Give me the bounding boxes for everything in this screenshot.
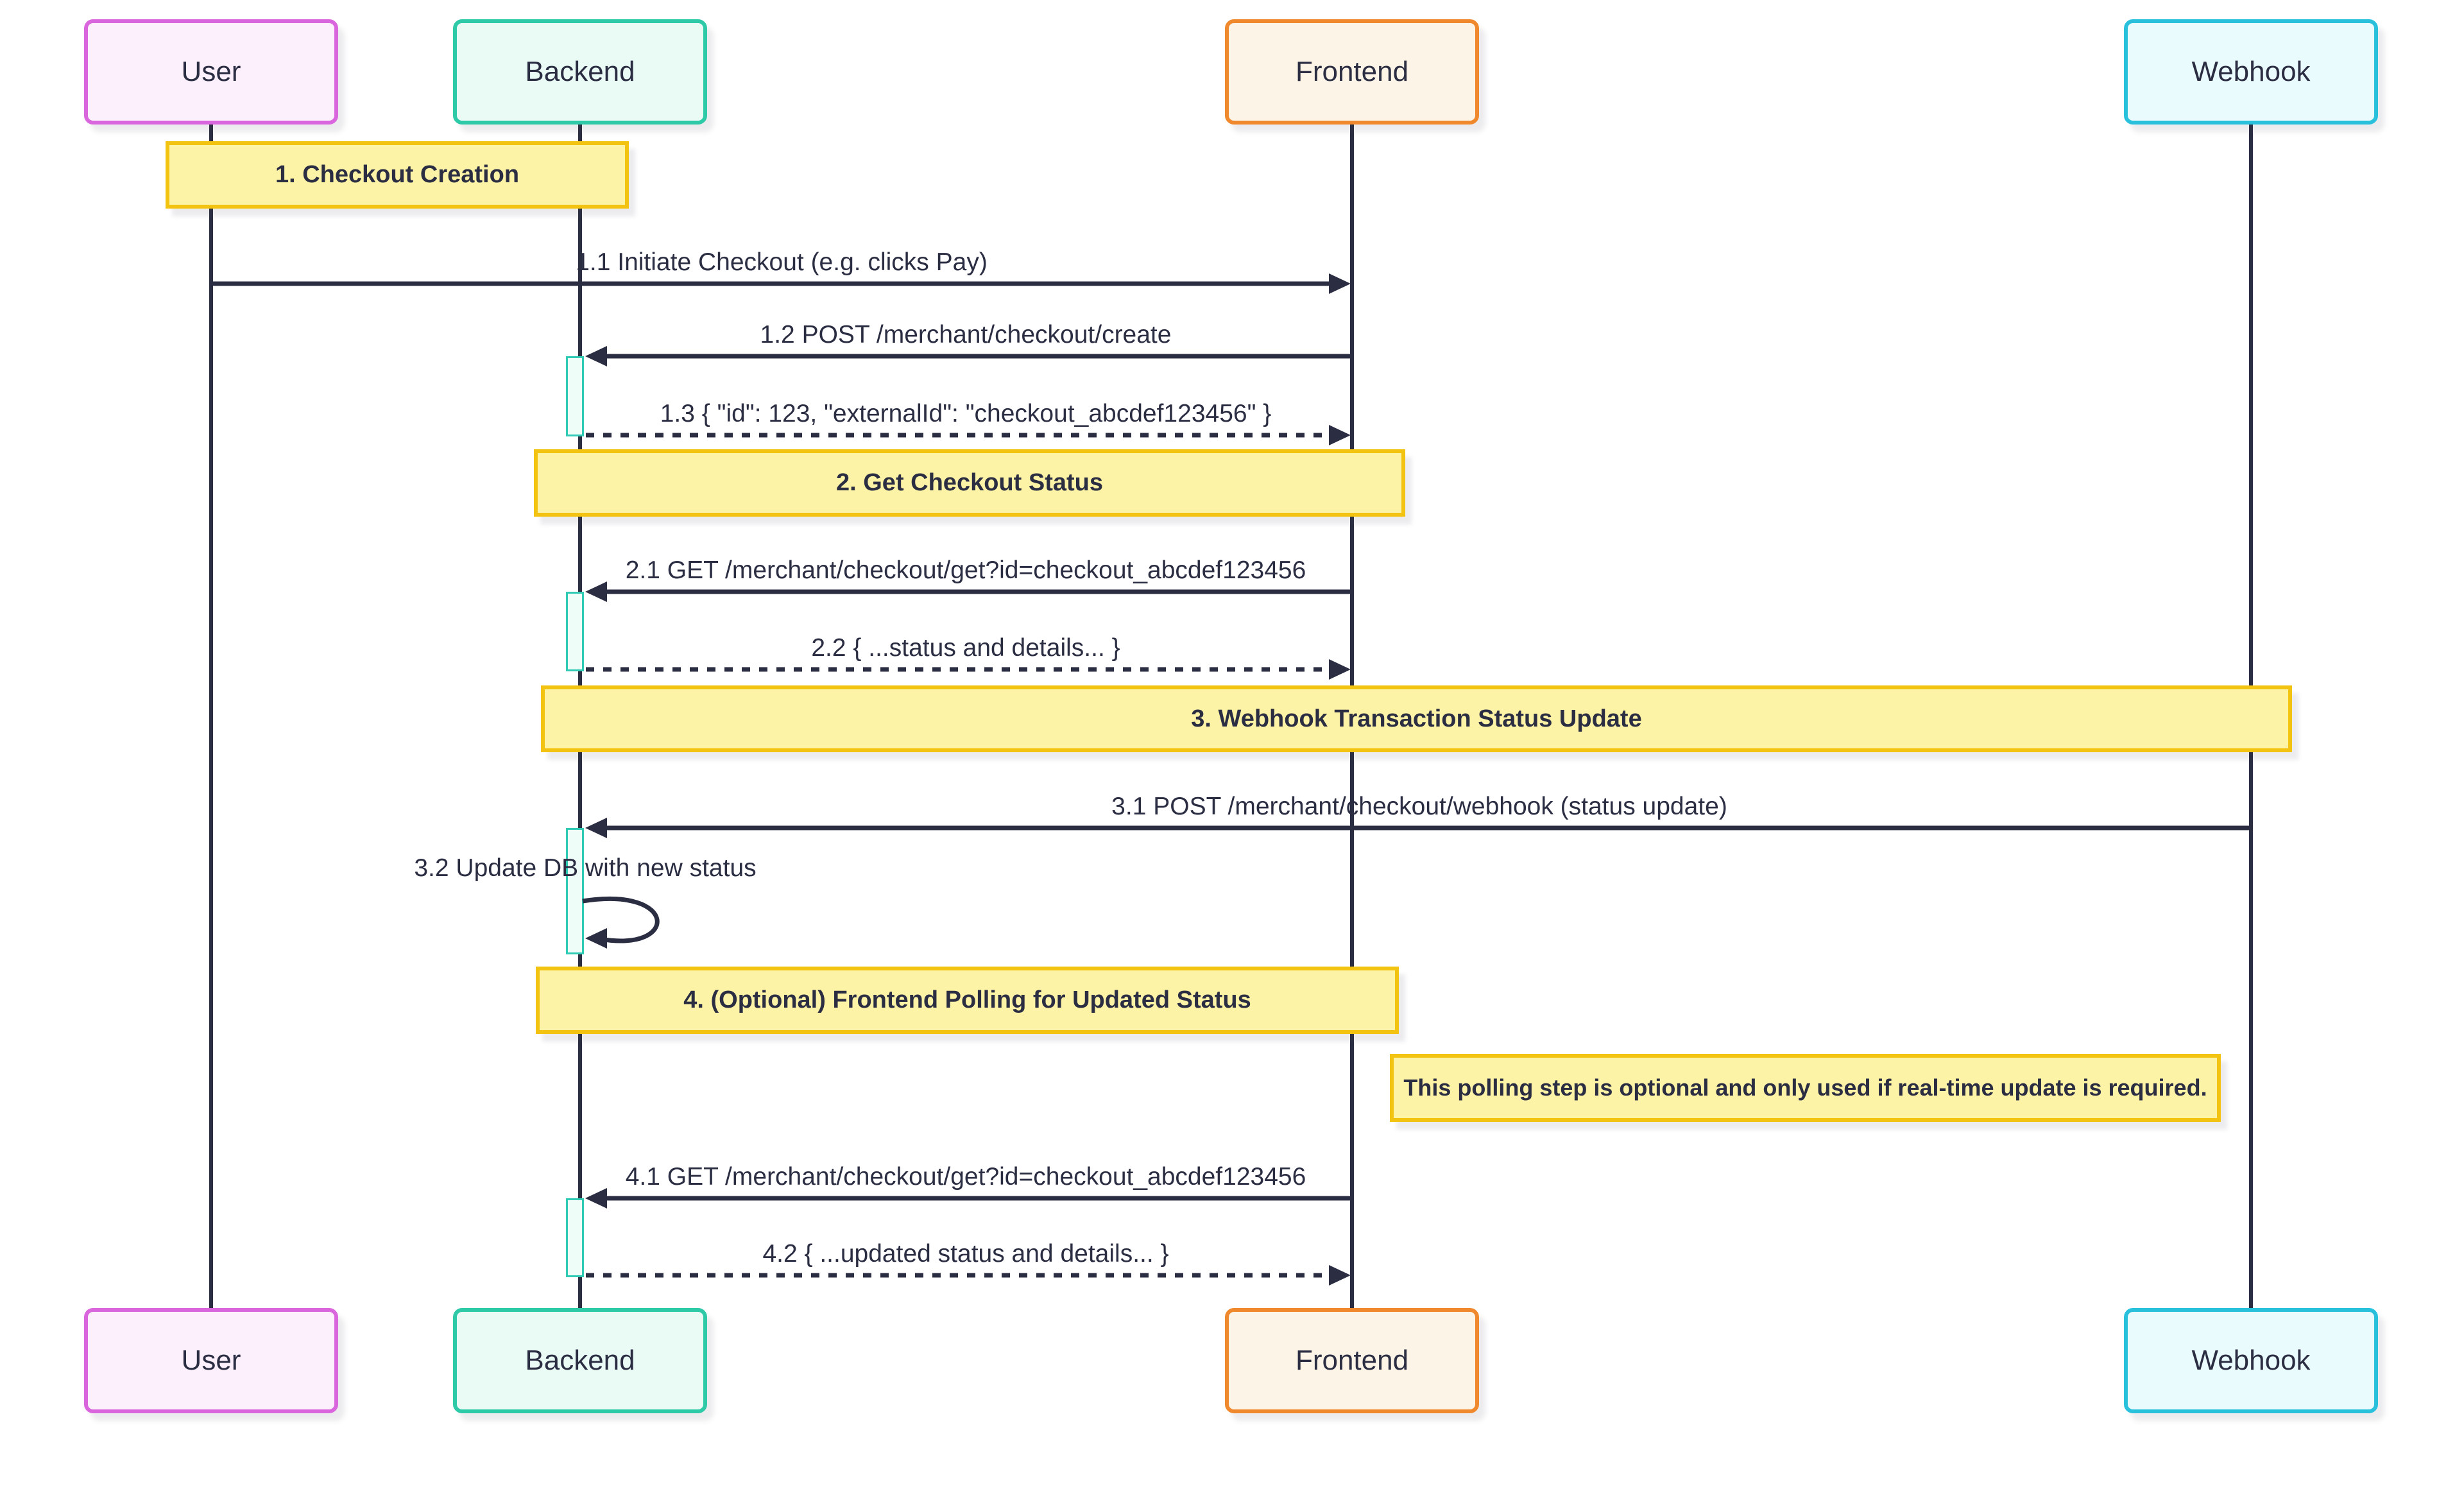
section-label-3: 3. Webhook Transaction Status Update <box>1191 705 1642 732</box>
section-label-4: 4. (Optional) Frontend Polling for Updat… <box>683 986 1251 1013</box>
participant-top-webhook: Webhook <box>2124 19 2378 125</box>
participant-label: User <box>181 1345 241 1376</box>
participant-top-backend: Backend <box>453 19 707 125</box>
note-text: This polling step is optional and only u… <box>1403 1074 2207 1101</box>
message-label-7: 4.1 GET /merchant/checkout/get?id=checko… <box>625 1163 1306 1191</box>
participant-label: Frontend <box>1295 56 1409 87</box>
section-label-1: 1. Checkout Creation <box>275 161 520 188</box>
self-loop-arrow <box>582 896 660 943</box>
section-box-2: 2. Get Checkout Status <box>534 449 1405 517</box>
message-arrowhead-6 <box>585 818 607 838</box>
message-label-4: 2.1 GET /merchant/checkout/get?id=checko… <box>625 556 1306 584</box>
participant-label: User <box>181 56 241 87</box>
section-box-4: 4. (Optional) Frontend Polling for Updat… <box>536 967 1399 1034</box>
message-label-8: 4.2 { ...updated status and details... } <box>762 1240 1169 1268</box>
participant-bottom-backend: Backend <box>453 1308 707 1413</box>
section-box-3: 3. Webhook Transaction Status Update <box>541 685 2292 752</box>
message-arrowhead-7 <box>585 1188 607 1209</box>
message-arrowhead-8 <box>1329 1265 1351 1286</box>
message-label-5: 2.2 { ...status and details... } <box>811 634 1120 662</box>
activation-bar-2 <box>566 592 584 671</box>
section-box-1: 1. Checkout Creation <box>166 141 629 209</box>
participant-label: Webhook <box>2191 56 2311 87</box>
message-arrowhead-4 <box>585 581 607 602</box>
self-loop-arrowhead <box>585 928 607 949</box>
activation-bar-1 <box>566 356 584 436</box>
message-arrowhead-2 <box>585 346 607 366</box>
message-arrowhead-3 <box>1329 425 1351 445</box>
activation-bar-3 <box>566 828 584 954</box>
message-label-6: 3.1 POST /merchant/checkout/webhook (sta… <box>1111 793 1727 820</box>
message-arrowhead-1 <box>1329 273 1351 294</box>
participant-label: Backend <box>525 1345 635 1376</box>
participant-label: Webhook <box>2191 1345 2311 1376</box>
message-label-2: 1.2 POST /merchant/checkout/create <box>760 321 1172 349</box>
participant-label: Frontend <box>1295 1345 1409 1376</box>
message-label-3: 1.3 { "id": 123, "externalId": "checkout… <box>660 400 1272 427</box>
participant-bottom-frontend: Frontend <box>1225 1308 1479 1413</box>
message-arrowhead-5 <box>1329 659 1351 680</box>
section-label-2: 2. Get Checkout Status <box>836 469 1103 496</box>
lifeline-user <box>209 125 213 1308</box>
activation-bar-4 <box>566 1198 584 1277</box>
participant-top-user: User <box>84 19 338 125</box>
participant-top-frontend: Frontend <box>1225 19 1479 125</box>
self-message-label: 3.2 Update DB with new status <box>414 854 757 882</box>
participant-label: Backend <box>525 56 635 87</box>
participant-bottom-user: User <box>84 1308 338 1413</box>
participant-bottom-webhook: Webhook <box>2124 1308 2378 1413</box>
note-box: This polling step is optional and only u… <box>1390 1054 2221 1122</box>
message-label-1: 1.1 Initiate Checkout (e.g. clicks Pay) <box>576 248 988 276</box>
